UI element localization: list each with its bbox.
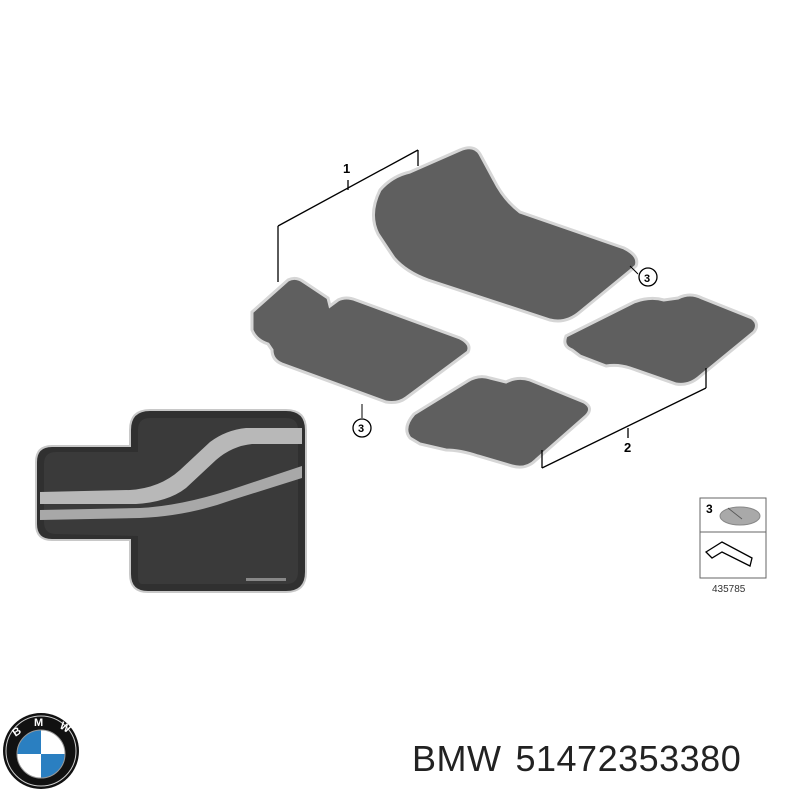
callout-1: 1 bbox=[343, 161, 350, 176]
front-right-mat bbox=[372, 146, 639, 323]
bmw-logo: B M W bbox=[3, 713, 79, 789]
fastener-number-right: 3 bbox=[644, 273, 650, 285]
mat-stripe bbox=[40, 428, 302, 504]
callout-2: 2 bbox=[624, 440, 631, 455]
diagram-id: 435785 bbox=[712, 584, 746, 595]
svg-text:M: M bbox=[34, 717, 43, 729]
rear-right-mat bbox=[563, 293, 759, 386]
mat-product-photo bbox=[35, 409, 307, 593]
legend-box: 3 435785 bbox=[699, 497, 767, 595]
front-left-mat bbox=[250, 276, 471, 404]
part-number: 51472353380 bbox=[515, 738, 742, 779]
fastener-callout-left: 3 bbox=[352, 404, 372, 438]
legend-number: 3 bbox=[706, 502, 713, 516]
arrow-icon bbox=[704, 541, 753, 567]
rear-left-mat bbox=[405, 375, 591, 469]
bracket-rear-set bbox=[541, 368, 707, 469]
fastener-callout-right: 3 bbox=[629, 265, 658, 287]
fastener-icon bbox=[719, 506, 761, 526]
part-caption: BMW 51472353380 bbox=[412, 738, 741, 780]
brand-name: BMW bbox=[412, 738, 502, 779]
bracket-front-set bbox=[277, 149, 419, 282]
fastener-number-left: 3 bbox=[358, 423, 364, 435]
mat-stripe-lower bbox=[40, 466, 302, 520]
